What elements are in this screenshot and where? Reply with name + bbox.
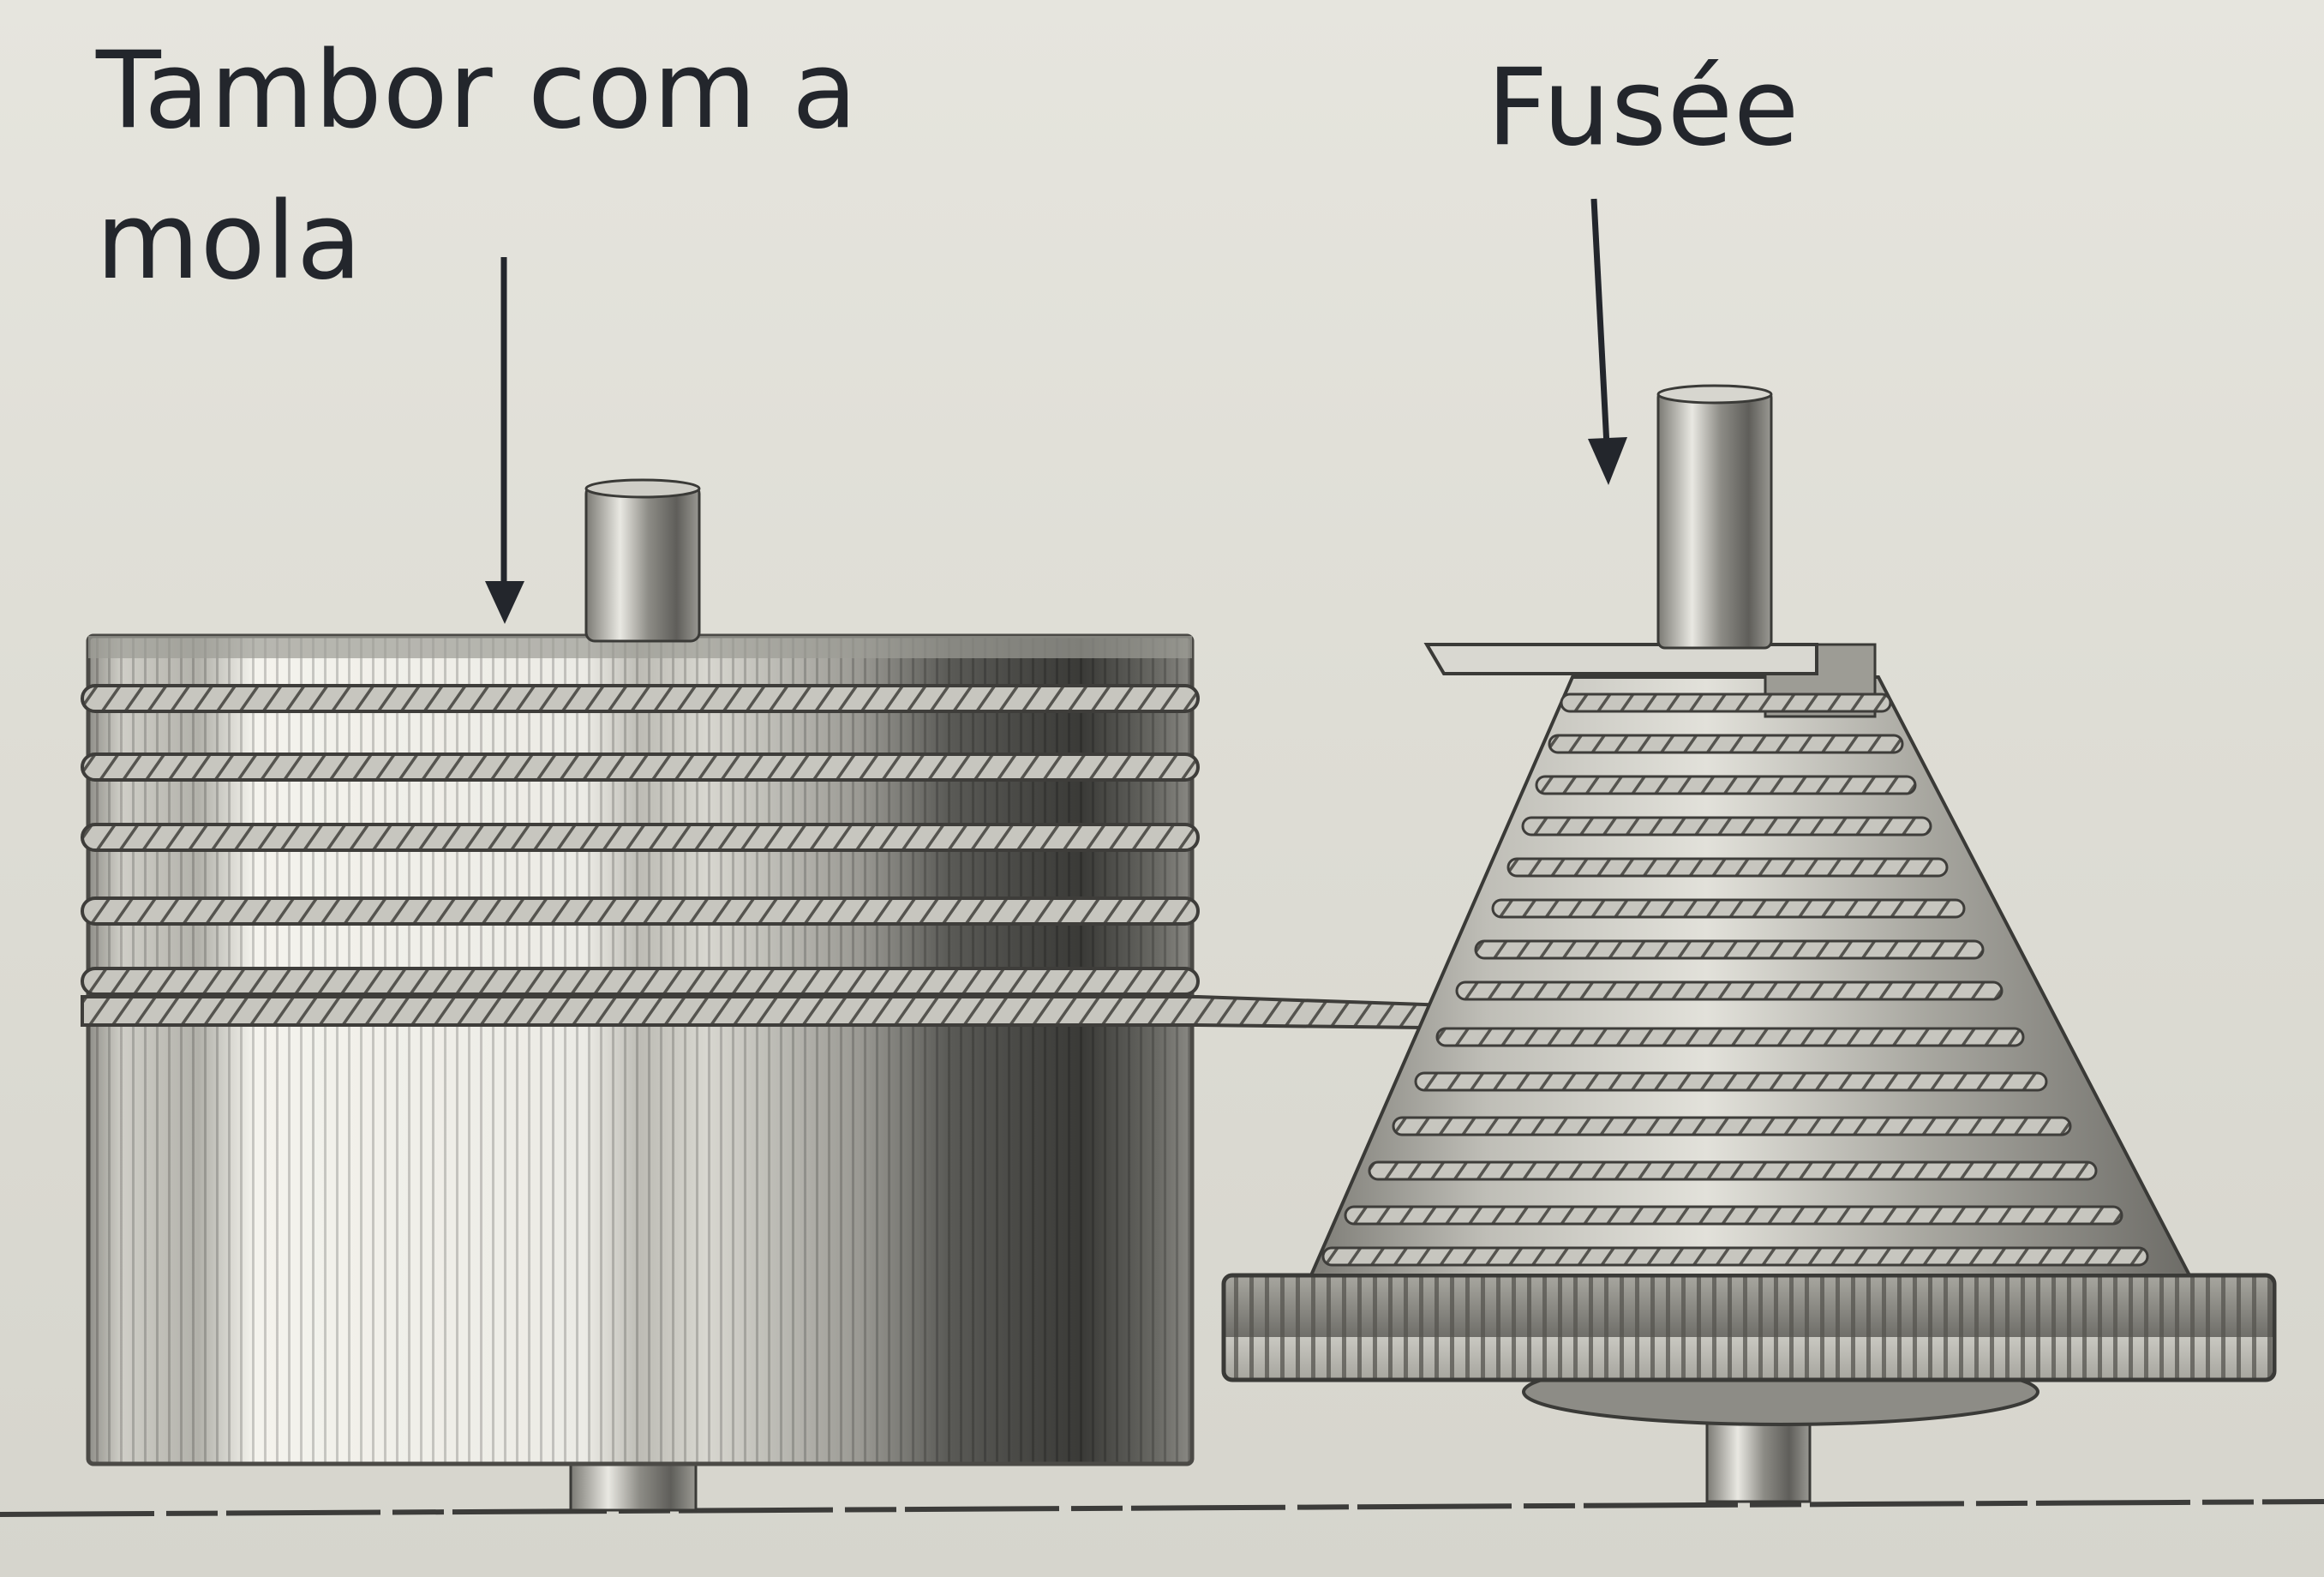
connecting-chain	[81, 995, 1501, 1031]
barrel-chain-coils	[81, 684, 1200, 996]
barrel-arrow	[485, 257, 524, 624]
barrel-label-line-1: Tambor com a	[96, 29, 859, 153]
fusee-chain-grooves	[1321, 693, 2149, 1267]
fusee-arrow	[1588, 198, 1627, 485]
ground-line	[0, 1499, 2324, 1517]
fusee-label: Fusée	[1487, 46, 1800, 170]
barrel-label: Tambor com a mola	[96, 15, 858, 317]
barrel-label-line-2: mola	[96, 180, 363, 303]
